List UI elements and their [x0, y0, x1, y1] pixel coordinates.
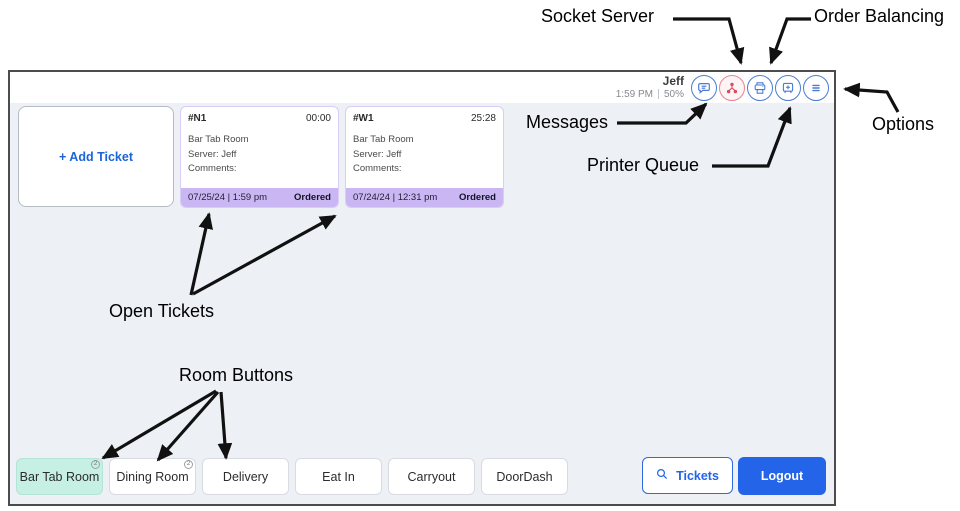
user-name: Jeff	[662, 73, 684, 88]
ticket-timer: 25:28	[470, 113, 496, 124]
ticket-status-badge: Ordered	[459, 192, 496, 203]
room-button-eat-in[interactable]: Eat In	[295, 458, 382, 495]
room-button-carryout[interactable]: Carryout	[388, 458, 475, 495]
annotation-order-balancing: Order Balancing	[814, 6, 945, 26]
room-button-label: Carryout	[407, 469, 456, 484]
status-divider	[657, 89, 659, 100]
ticket-id: #W1	[353, 113, 374, 124]
room-button-label: Eat In	[322, 469, 355, 484]
printer-queue-button[interactable]	[775, 74, 801, 101]
room-button-delivery[interactable]: Delivery	[202, 458, 289, 495]
logout-button-label: Logout	[760, 469, 804, 483]
ticket-status-badge: Ordered	[294, 192, 331, 203]
hamburger-menu-icon	[809, 81, 823, 95]
annotation-messages: Messages	[526, 112, 609, 132]
room-button-doordash[interactable]: DoorDash	[481, 458, 568, 495]
room-buttons-row: Bar Tab Room 2 Dining Room 2 Delivery Ea…	[16, 458, 568, 495]
annotation-printer-queue: Printer Queue	[587, 155, 700, 175]
options-button[interactable]	[803, 74, 829, 101]
ticket-card[interactable]: #N1 00:00 Bar Tab Room Server: Jeff Comm…	[180, 106, 339, 208]
room-button-label: Delivery	[222, 469, 269, 484]
add-ticket-label: + Add Ticket	[59, 149, 133, 164]
clock-time: 1:59 PM	[615, 88, 653, 100]
add-ticket-button[interactable]: + Add Ticket	[18, 106, 174, 207]
tickets-button-label: Tickets	[676, 468, 719, 483]
ticket-id: #N1	[188, 113, 207, 124]
display-plus-icon	[781, 81, 795, 95]
annotation-options: Options	[872, 114, 935, 134]
room-button-label: Dining Room	[116, 469, 189, 484]
tickets-search-button[interactable]: Tickets	[642, 457, 733, 494]
annotation-room-buttons: Room Buttons	[179, 365, 294, 385]
annotation-socket-server: Socket Server	[541, 6, 655, 26]
socket-server-button[interactable]	[719, 74, 745, 101]
footer-actions: Tickets Logout	[642, 457, 826, 495]
logout-button[interactable]: Logout	[738, 457, 826, 495]
printer-icon	[753, 81, 767, 95]
ticket-server: Server: Jeff	[353, 148, 402, 160]
battery-percent: 50%	[663, 88, 684, 100]
order-balancing-button[interactable]	[747, 74, 773, 101]
room-count-badge: 2	[91, 460, 100, 469]
room-button-label: Bar Tab Room	[19, 469, 100, 484]
top-bar: Jeff 1:59 PM 50%	[10, 72, 834, 103]
ticket-footer: 07/25/24 | 1:59 pm Ordered	[181, 188, 338, 207]
annotation-open-tickets: Open Tickets	[109, 301, 215, 321]
ticket-room: Bar Tab Room	[353, 134, 414, 145]
ticket-comments: Comments:	[353, 163, 402, 175]
search-icon	[656, 468, 668, 483]
ticket-timer: 00:00	[305, 113, 331, 124]
ticket-card[interactable]: #W1 25:28 Bar Tab Room Server: Jeff Comm…	[345, 106, 504, 208]
ticket-date: 07/25/24 | 1:59 pm	[188, 192, 268, 203]
ticket-date: 07/24/24 | 12:31 pm	[353, 192, 438, 203]
ticket-footer: 07/24/24 | 12:31 pm Ordered	[346, 188, 503, 207]
ticket-server: Server: Jeff	[188, 148, 237, 160]
ticket-comments: Comments:	[188, 163, 237, 175]
room-button-bar-tab-room[interactable]: Bar Tab Room 2	[16, 458, 103, 495]
messages-icon	[697, 81, 711, 95]
open-tickets-row: + Add Ticket #N1 00:00 Bar Tab Room Serv…	[18, 106, 504, 208]
pos-app-window: Jeff 1:59 PM 50%	[8, 70, 836, 506]
socket-server-icon	[725, 81, 739, 95]
room-button-dining-room[interactable]: Dining Room 2	[109, 458, 196, 495]
ticket-room: Bar Tab Room	[188, 134, 249, 145]
room-count-badge: 2	[184, 460, 193, 469]
status-line: 1:59 PM 50%	[616, 89, 684, 101]
room-button-label: DoorDash	[496, 469, 553, 484]
messages-button[interactable]	[691, 74, 717, 101]
user-info: Jeff 1:59 PM 50%	[616, 73, 684, 101]
